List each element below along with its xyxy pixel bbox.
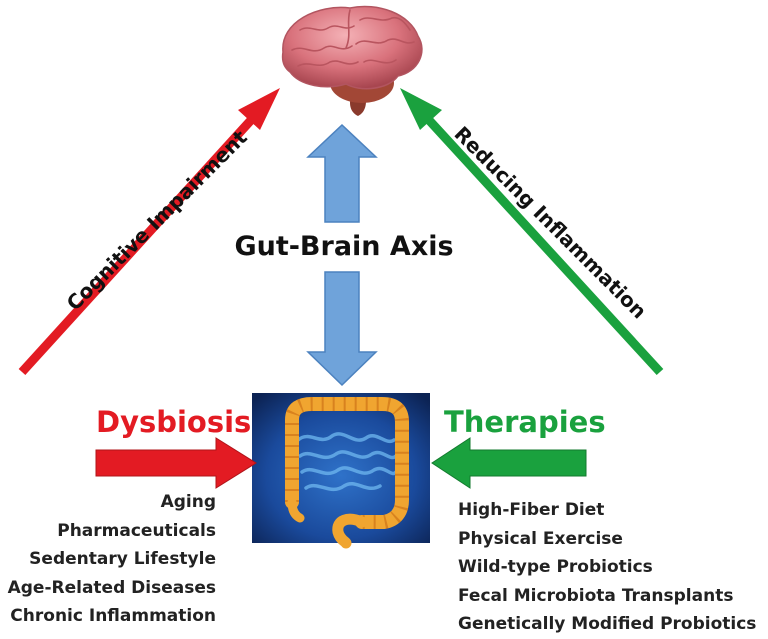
dysbiosis-heading: Dysbiosis: [96, 405, 252, 439]
reducing-inflammation-arrow: [400, 88, 664, 376]
list-item: Sedentary Lifestyle: [29, 549, 216, 569]
dysbiosis-factor-list: Aging Pharmaceuticals Sedentary Lifestyl…: [8, 488, 216, 631]
list-item: Aging: [160, 492, 216, 512]
therapies-list: High-Fiber Diet Physical Exercise Wild-t…: [458, 496, 756, 639]
therapies-heading: Therapies: [444, 405, 606, 439]
list-item: High-Fiber Diet: [458, 500, 605, 520]
brain-icon: [281, 5, 423, 116]
list-item: Genetically Modified Probiotics: [458, 614, 757, 634]
cognitive-impairment-arrow: [18, 88, 280, 376]
list-item: Physical Exercise: [458, 528, 623, 549]
intestine-icon: [252, 393, 430, 549]
list-item: Age-Related Diseases: [7, 577, 216, 598]
dysbiosis-arrow: [95, 437, 257, 489]
list-item: Wild-type Probiotics: [458, 557, 653, 577]
gut-brain-axis-arrow: [306, 123, 378, 387]
axis-title: Gut-Brain Axis: [234, 231, 454, 262]
list-item: Chronic Inflammation: [10, 606, 216, 626]
list-item: Pharmaceuticals: [57, 520, 216, 541]
therapies-arrow: [431, 437, 587, 489]
list-item: Fecal Microbiota Transplants: [458, 585, 734, 606]
